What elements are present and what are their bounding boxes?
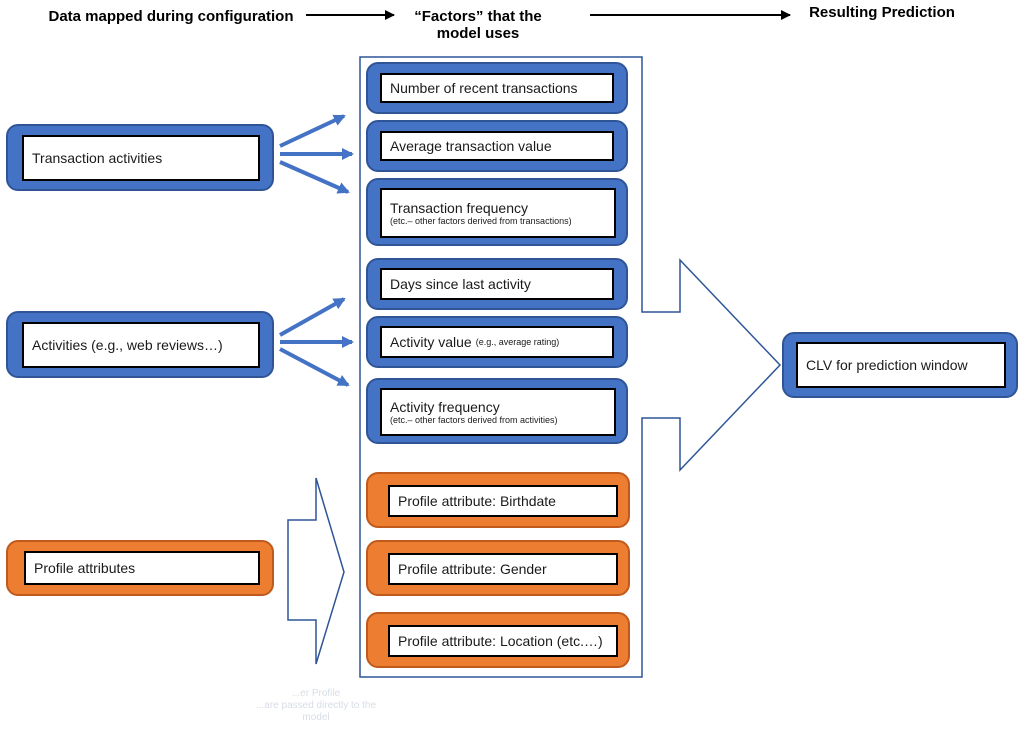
faded-note-line1: ...er Profile [291,688,341,699]
factor-profile-location: Profile attribute: Location (etc.…) [366,612,630,668]
factor-transaction-frequency-label: Transaction frequency [390,199,528,216]
header-output: Resulting Prediction [809,4,955,21]
activity-arrow-3 [279,347,350,387]
factor-activity-frequency-note: (etc.– other factors derived from activi… [390,414,558,425]
factor-days-since-activity-label: Days since last activity [390,276,531,292]
input-profile-attributes: Profile attributes [6,540,274,596]
factors-to-prediction-arrow [359,56,782,678]
factor-transaction-frequency-note: (etc.– other factors derived from transa… [390,215,572,226]
factor-activity-frequency: Activity frequency (etc.– other factors … [366,378,628,444]
factor-recent-transactions-label: Number of recent transactions [390,80,578,96]
header-factors: “Factors” that the model uses [398,8,558,42]
input-transaction-activities-label: Transaction activities [32,150,163,166]
factor-avg-transaction-value-label: Average transaction value [390,138,552,154]
factor-days-since-activity: Days since last activity [366,258,628,310]
factor-activity-value-label: Activity value [390,334,472,350]
factor-activity-value-note: (e.g., average rating) [475,336,560,347]
faded-note-line2: ...are passed directly to the [255,700,377,711]
factor-profile-birthdate-label: Profile attribute: Birthdate [398,493,556,509]
factor-profile-gender-label: Profile attribute: Gender [398,561,547,577]
header-inputs: Data mapped during configuration [48,8,294,25]
faded-note: ...er Profile ...are passed directly to … [236,688,396,724]
input-transaction-activities: Transaction activities [6,124,274,191]
factor-transaction-frequency: Transaction frequency (etc.– other facto… [366,178,628,246]
input-activities: Activities (e.g., web reviews…) [6,311,274,378]
profile-to-factors-arrow [287,477,345,665]
factor-profile-birthdate: Profile attribute: Birthdate [366,472,630,528]
output-clv-label: CLV for prediction window [806,357,968,373]
output-clv: CLV for prediction window [782,332,1018,398]
input-profile-attributes-label: Profile attributes [34,560,136,576]
factor-activity-value: Activity value (e.g., average rating) [366,316,628,368]
factor-avg-transaction-value: Average transaction value [366,120,628,172]
factor-profile-gender: Profile attribute: Gender [366,540,630,596]
faded-note-line3: model [302,712,330,723]
header-factors-line1: “Factors” that the [414,8,542,25]
factor-profile-location-label: Profile attribute: Location (etc.…) [398,633,603,649]
header-factors-line2: model uses [436,25,520,42]
factor-recent-transactions: Number of recent transactions [366,62,628,114]
input-activities-label: Activities (e.g., web reviews…) [32,337,223,353]
factor-activity-frequency-label: Activity frequency [390,398,500,415]
activity-arrow-1 [279,297,346,337]
transaction-arrow-3 [279,160,350,194]
transaction-arrow-1 [279,114,346,148]
